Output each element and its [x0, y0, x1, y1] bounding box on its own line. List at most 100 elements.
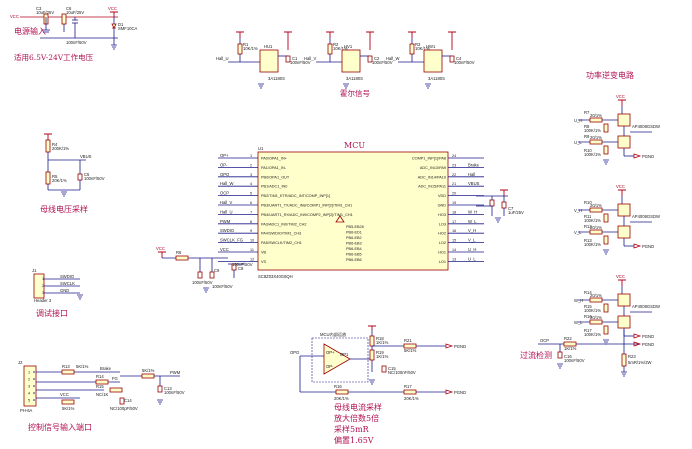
mcu-right-pinnum-21: 21 — [452, 182, 456, 186]
svg-text:1: 1 — [42, 277, 44, 281]
svg-text:3A1180S: 3A1180S — [268, 76, 285, 81]
hall-signal-label: 霍尔信号 — [340, 88, 370, 98]
mcu-right-pinname-21: ADC_IN15/PA11 — [418, 185, 446, 189]
mcu-left-pinnum-10: 10 — [250, 239, 254, 243]
mcu-left-net-8: PWM — [220, 219, 231, 224]
mcu-right-net-14: U_H — [468, 247, 476, 252]
mcu-right-net-21: VBUS — [468, 181, 480, 186]
svg-text:100nF/50V: 100nF/50V — [454, 60, 475, 65]
svg-text:3A1180S: 3A1180S — [346, 76, 363, 81]
bridge-ra-1: R7 — [584, 110, 590, 115]
ctrl-pin-4: 4 — [28, 392, 30, 396]
svg-text:C8: C8 — [238, 266, 244, 271]
bridge-rav-3: 20/1% — [590, 293, 602, 298]
hall-w-net: Hall_W — [386, 56, 400, 61]
hall-sensor-u: R1 10K/1% Hall_U HU1 3A1180S C1 100nF/50… — [216, 31, 311, 89]
current-label-4: 偏置1.65V — [334, 435, 374, 445]
power-range-label: 适用6.5V-24V工作电压 — [14, 52, 94, 62]
mcu-left-pinname-1: PA0/OPA1_IN+ — [261, 157, 288, 161]
svg-text:R2: R2 — [333, 42, 339, 47]
debug-net-gnd: GND — [60, 288, 69, 293]
svg-text:100nF/50V: 100nF/50V — [84, 176, 105, 181]
mcu-left-pinnum-7: 7 — [250, 210, 252, 214]
vbus-net: VBUS — [80, 154, 92, 159]
bridge-rcv-1: 20/1% — [590, 135, 602, 140]
mcu-inner-pin-3: PB6-EB2 — [346, 236, 362, 240]
bridge-pgnd-1: PGND — [642, 154, 654, 159]
mcu-left-net-7: Hall_U — [220, 209, 233, 214]
svg-text:C1: C1 — [292, 56, 298, 61]
mcu-inner-pin-1: PB5-EB28 — [346, 225, 364, 229]
ctrl-pin-1: 1 — [28, 371, 30, 375]
bridge-lo-net-3: W_L — [574, 320, 583, 325]
svg-text:5K/1%: 5K/1% — [404, 348, 417, 353]
debug-net-swclk: SWCLK — [60, 281, 75, 286]
mcu-left-net-6: Hall_V — [220, 200, 233, 205]
mcu-left-net-1: OP+ — [220, 153, 229, 158]
svg-text:R16: R16 — [334, 384, 342, 389]
mcu-left-pinnum-1: 1 — [250, 154, 252, 158]
svg-text:10K/1%: 10K/1% — [415, 46, 430, 51]
svg-text:HU1: HU1 — [264, 44, 273, 49]
mcu-right-pinnum-15: 15 — [452, 239, 456, 243]
mcu-left-pinnum-11: 11 — [250, 248, 254, 252]
svg-text:200K/1%: 200K/1% — [52, 146, 69, 151]
mcu-left-net-4: Hall_W — [220, 181, 234, 186]
current-label-2: 放大倍数5倍 — [334, 413, 379, 423]
mcu-left-net-11: VCC — [220, 247, 229, 252]
svg-text:2: 2 — [42, 284, 44, 288]
ocp-net: OCP — [540, 338, 549, 343]
svg-text:OP1: OP1 — [340, 352, 349, 357]
svg-text:R6: R6 — [176, 250, 182, 255]
bridge-hi-net-2: V_H — [574, 208, 582, 213]
bridge-vcc-1: VCC — [616, 94, 625, 99]
ctrl-pin-3: 3 — [28, 385, 30, 389]
mcu-inner-pin-5: PB6-EB4 — [346, 247, 362, 251]
svg-text:100nF/50V: 100nF/50V — [290, 60, 311, 65]
power-input-block: VCC C3 10uF/25V C6 10uF/25V 100nF/50V VC… — [10, 6, 138, 62]
bridge-rb-2: R11 — [584, 214, 592, 219]
mcu-right-pinnum-24: 24 — [452, 154, 456, 158]
svg-text:R21: R21 — [404, 338, 412, 343]
mcu-right-pinnum-20: 20 — [452, 192, 456, 196]
hall-ic-hw1 — [423, 49, 443, 73]
bridge-low-fet-1 — [617, 135, 631, 149]
bridge-rc-1: R9 — [584, 134, 590, 139]
mcu-left-pinname-12: VS — [261, 260, 267, 264]
bridge-low-fet-2 — [617, 225, 631, 239]
d1-value: SMF10CA — [118, 26, 138, 31]
svg-text:C16: C16 — [564, 354, 572, 359]
mcu-right-net-17: W_L — [468, 219, 477, 224]
mcu-left-pinname-3: PB0/OPA1_OUT — [261, 175, 290, 179]
svg-text:VCC: VCC — [156, 246, 165, 251]
ctrl-net-vcc: VCC — [60, 392, 69, 397]
mcu-left-net-3: OPO — [220, 172, 230, 177]
opamp-op1 — [323, 343, 351, 375]
svg-text:Header 3: Header 3 — [34, 298, 52, 303]
mcu-right-net-15: V_L — [468, 238, 476, 243]
debug-net-swdio: SWDIO — [60, 274, 75, 279]
svg-text:C9: C9 — [214, 268, 220, 273]
svg-text:C2: C2 — [374, 56, 380, 61]
mcu-left-pinnum-3: 3 — [250, 173, 252, 177]
svg-text:R4: R4 — [52, 142, 58, 147]
mcu-right-pinname-13: LO1 — [439, 260, 446, 264]
bridge-pgnd-2: PGND — [642, 244, 654, 249]
svg-text:R17: R17 — [404, 384, 412, 389]
svg-text:20K/1%: 20K/1% — [404, 396, 419, 401]
mcu-right-pinname-24: COMP1_INP[1]/PA8 — [412, 157, 446, 161]
j1-ref: J1 — [32, 268, 37, 273]
mcu-right-pinnum-13: 13 — [452, 257, 456, 261]
mcu-right-net-18: W_H — [468, 209, 477, 214]
mcu-right-pinname-16: HO2 — [438, 232, 446, 236]
mcu-right-pinname-22: ADC_IN14/PA10 — [418, 175, 446, 179]
mcu-inner-pin-4: PB6-EB3 — [346, 242, 362, 246]
ctrl-net-brake: Brake — [100, 366, 112, 371]
bridge-stage-3: VCCAP4008GSDWPGNDR1420/1%W_HR15100K/1%R1… — [574, 274, 660, 345]
bridge-rd-3: R17 — [584, 328, 592, 333]
bridge-rb-3: R15 — [584, 304, 592, 309]
mcu-inner-pins: PB5-EB28PB6-ED1PB6-EB2PB6-EB3PB6-EB4PB6-… — [346, 225, 364, 262]
bridge-high-fet-3 — [617, 293, 631, 307]
